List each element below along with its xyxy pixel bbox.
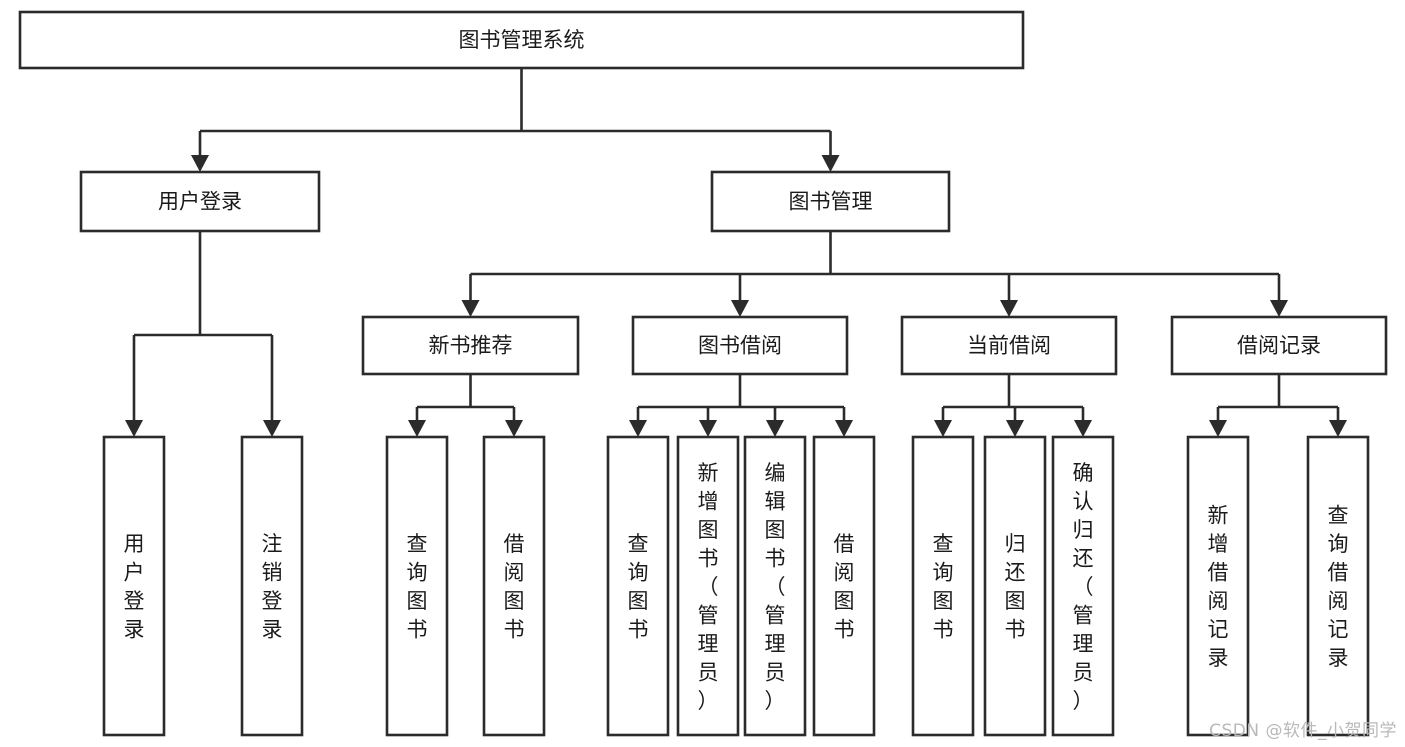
edge-group-current-borrow (934, 374, 1092, 437)
node-label-leaf-user-login: 用户登录 (124, 532, 145, 642)
arrow-head-icon (1270, 300, 1288, 317)
node-box-book-borrow (631, 315, 849, 376)
node-box-leaf-user-login (102, 435, 166, 737)
arrow-head-icon (1074, 420, 1092, 437)
arrow-head-icon (263, 420, 281, 437)
node-box-leaf-bb-query-book (606, 435, 670, 737)
arrow-head-icon (1209, 420, 1227, 437)
node-box-leaf-bb-add-book (676, 435, 740, 737)
node-label-leaf-bb-add-book: 新增图书（管理员） (698, 461, 719, 713)
node-leaf-cb-confirm-return[interactable]: 确认归还（管理员） (1051, 435, 1115, 737)
node-current-borrow[interactable]: 当前借阅 (900, 315, 1118, 376)
node-label-leaf-rec-query-book: 查询图书 (407, 532, 428, 642)
node-leaf-bb-add-book[interactable]: 新增图书（管理员） (676, 435, 740, 737)
node-label-leaf-user-logout: 注销登录 (262, 532, 283, 642)
node-box-leaf-rec-borrow-book (482, 435, 546, 737)
node-label-leaf-br-add-record: 新增借阅记录 (1208, 504, 1229, 671)
node-leaf-user-login[interactable]: 用户登录 (102, 435, 166, 737)
arrow-head-icon (731, 300, 749, 317)
node-label-user-login: 用户登录 (158, 190, 242, 214)
node-box-leaf-bb-borrow-book (812, 435, 876, 737)
arrow-head-icon (408, 420, 426, 437)
arrow-head-icon (835, 420, 853, 437)
node-new-book-rec[interactable]: 新书推荐 (361, 315, 580, 376)
edge-group-new-book-rec (408, 374, 523, 437)
node-box-current-borrow (900, 315, 1118, 376)
node-label-book-borrow: 图书借阅 (698, 334, 782, 358)
node-leaf-br-query-record[interactable]: 查询借阅记录 (1306, 435, 1370, 737)
node-label-current-borrow: 当前借阅 (967, 334, 1051, 358)
node-label-leaf-cb-query-book: 查询图书 (933, 532, 954, 642)
node-label-borrow-record: 借阅记录 (1237, 334, 1321, 358)
node-leaf-rec-borrow-book[interactable]: 借阅图书 (482, 435, 546, 737)
csdn-watermark: CSDN @软件_小贺同学 (1209, 721, 1397, 741)
arrow-head-icon (699, 420, 717, 437)
node-box-leaf-user-logout (240, 435, 304, 737)
node-layer: 图书管理系统用户登录图书管理新书推荐图书借阅当前借阅借阅记录用户登录注销登录查询… (18, 10, 1388, 737)
edge-group-book-borrow (629, 374, 853, 437)
node-box-root (18, 10, 1025, 70)
node-leaf-bb-edit-book[interactable]: 编辑图书（管理员） (743, 435, 807, 737)
node-root[interactable]: 图书管理系统 (18, 10, 1025, 70)
node-box-leaf-br-add-record (1186, 435, 1250, 737)
arrow-head-icon (1000, 300, 1018, 317)
arrow-head-icon (505, 420, 523, 437)
node-leaf-br-add-record[interactable]: 新增借阅记录 (1186, 435, 1250, 737)
node-box-leaf-cb-return-book (983, 435, 1047, 737)
arrow-head-icon (1006, 420, 1024, 437)
node-label-leaf-cb-confirm-return: 确认归还（管理员） (1073, 461, 1094, 713)
node-box-leaf-rec-query-book (385, 435, 449, 737)
node-box-book-manage (710, 170, 951, 233)
arrow-head-icon (629, 420, 647, 437)
node-label-root: 图书管理系统 (459, 28, 585, 52)
node-leaf-rec-query-book[interactable]: 查询图书 (385, 435, 449, 737)
node-leaf-bb-query-book[interactable]: 查询图书 (606, 435, 670, 737)
arrow-head-icon (821, 155, 840, 172)
node-label-leaf-rec-borrow-book: 借阅图书 (504, 532, 525, 642)
node-label-new-book-rec: 新书推荐 (429, 334, 513, 358)
edge-group-book-manage (461, 231, 1288, 317)
edge-group-borrow-record (1209, 374, 1347, 437)
node-book-manage[interactable]: 图书管理 (710, 170, 951, 233)
node-leaf-bb-borrow-book[interactable]: 借阅图书 (812, 435, 876, 737)
node-box-leaf-br-query-record (1306, 435, 1370, 737)
node-box-leaf-bb-edit-book (743, 435, 807, 737)
node-leaf-cb-return-book[interactable]: 归还图书 (983, 435, 1047, 737)
edge-group-root (191, 68, 840, 172)
node-book-borrow[interactable]: 图书借阅 (631, 315, 849, 376)
node-label-leaf-br-query-record: 查询借阅记录 (1328, 504, 1349, 671)
node-user-login[interactable]: 用户登录 (79, 170, 321, 233)
node-label-leaf-bb-query-book: 查询图书 (628, 532, 649, 642)
node-box-leaf-cb-confirm-return (1051, 435, 1115, 737)
connector-layer (125, 68, 1347, 437)
arrow-head-icon (191, 155, 209, 172)
node-leaf-user-logout[interactable]: 注销登录 (240, 435, 304, 737)
node-label-book-manage: 图书管理 (789, 190, 873, 214)
arrow-head-icon (766, 420, 784, 437)
arrow-head-icon (934, 420, 952, 437)
node-box-user-login (79, 170, 321, 233)
node-label-leaf-cb-return-book: 归还图书 (1005, 532, 1026, 642)
node-label-leaf-bb-edit-book: 编辑图书（管理员） (765, 461, 786, 713)
node-box-new-book-rec (361, 315, 580, 376)
node-box-borrow-record (1170, 315, 1388, 376)
arrow-head-icon (125, 420, 143, 437)
node-leaf-cb-query-book[interactable]: 查询图书 (911, 435, 975, 737)
arrow-head-icon (1329, 420, 1347, 437)
node-label-leaf-bb-borrow-book: 借阅图书 (834, 532, 855, 642)
edge-group-user-login (125, 231, 281, 437)
arrow-head-icon (461, 300, 480, 317)
node-borrow-record[interactable]: 借阅记录 (1170, 315, 1388, 376)
node-box-leaf-cb-query-book (911, 435, 975, 737)
